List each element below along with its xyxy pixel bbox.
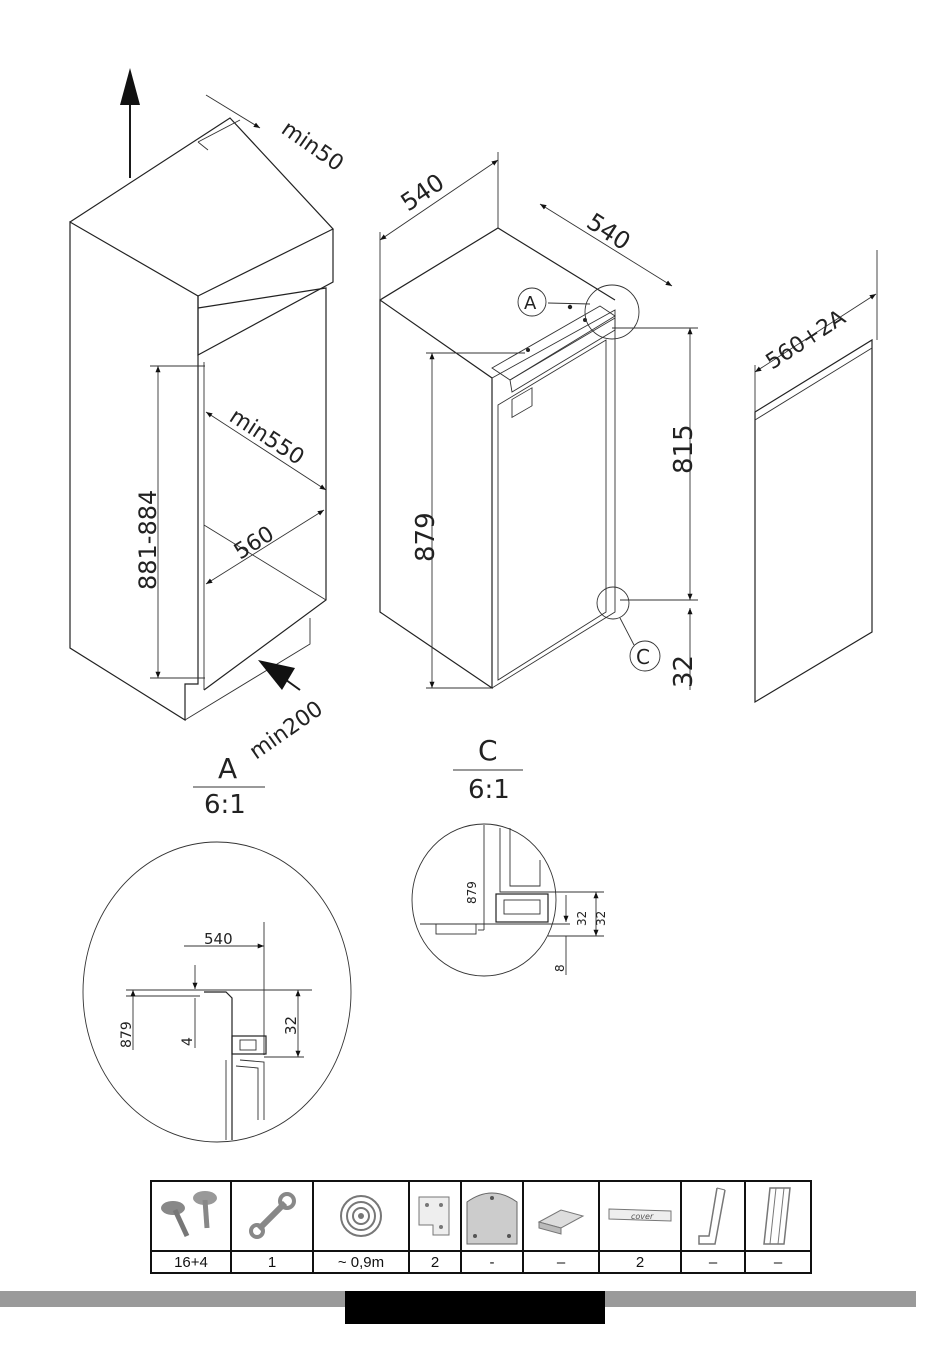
detail-c-height-label: 879 <box>465 881 479 904</box>
door-width-label: 560+2A <box>762 305 851 375</box>
detail-a-height-label: 879 <box>119 1021 135 1048</box>
niche-width-label: 560 <box>230 522 279 565</box>
cabinet-niche-view: min50 881-884 min550 560 min200 <box>70 68 348 765</box>
callout-a-label: A <box>524 293 537 314</box>
screws-icon <box>155 1186 227 1246</box>
qty-hinge-plate: 2 <box>409 1251 461 1273</box>
footer-page-block <box>345 1291 605 1324</box>
parts-cell-screws <box>151 1181 231 1251</box>
cover-strip-icon: cover <box>605 1201 675 1231</box>
parts-cell-hinge-plate <box>409 1181 461 1251</box>
detail-a-gap-label: 32 <box>282 1016 300 1035</box>
parts-cell-seal-tape <box>313 1181 409 1251</box>
cover-strip-text: cover <box>631 1212 654 1221</box>
min200-label: min200 <box>245 697 328 765</box>
detail-c: C 6:1 879 32 32 8 <box>412 734 608 976</box>
hinge-height-label: 815 <box>669 424 699 474</box>
parts-cell-mounting-plate <box>461 1181 523 1251</box>
accessories-table: cover 16+4 1 ~ 0,9m 2 - – 2 – – <box>150 1180 812 1274</box>
parts-cell-cover: cover <box>599 1181 681 1251</box>
rail-profile-icon <box>758 1184 798 1248</box>
seal-tape-roll-icon <box>336 1191 386 1241</box>
qty-wrench: 1 <box>231 1251 313 1273</box>
corner-profile-icon <box>693 1184 733 1248</box>
air-flow-arrow-icon <box>120 68 140 105</box>
detail-a-width-label: 540 <box>204 930 233 948</box>
callout-c-label: C <box>636 645 650 669</box>
unit-width-label: 540 <box>396 168 450 217</box>
detail-c-marker <box>597 587 629 619</box>
bottom-gap-label: 32 <box>669 655 699 688</box>
appliance-view: 540 540 879 815 32 A C <box>380 152 699 690</box>
qty-mounting-plate: - <box>461 1251 523 1273</box>
bracket-icon <box>531 1196 591 1236</box>
detail-c-gap-label-2: 32 <box>594 911 608 926</box>
hinge-plate-icon <box>413 1191 457 1241</box>
parts-cell-corner-profile <box>681 1181 745 1251</box>
parts-cell-rail-profile <box>745 1181 811 1251</box>
detail-c-gap-label-1: 32 <box>575 911 589 926</box>
wrench-icon <box>247 1191 297 1241</box>
qty-seal-tape: ~ 0,9m <box>313 1251 409 1273</box>
detail-a: A 6:1 540 879 4 32 <box>83 752 351 1142</box>
niche-height-label: 881-884 <box>134 490 162 590</box>
mounting-plate-icon <box>463 1184 521 1248</box>
detail-a-title: A <box>218 752 237 785</box>
detail-a-offset-label: 4 <box>180 1037 196 1046</box>
niche-depth-label: min550 <box>225 404 309 470</box>
door-panel-view: 560+2A <box>755 250 877 702</box>
qty-cover: 2 <box>599 1251 681 1273</box>
detail-a-scale: 6:1 <box>204 790 246 820</box>
unit-depth-label: 540 <box>582 208 636 256</box>
parts-cell-bracket <box>523 1181 599 1251</box>
detail-c-title: C <box>478 734 498 767</box>
detail-c-scale: 6:1 <box>468 775 510 805</box>
ventilation-arrow-icon <box>258 660 295 690</box>
parts-cell-wrench <box>231 1181 313 1251</box>
unit-height-label: 879 <box>411 512 441 562</box>
min50-label: min50 <box>277 116 348 176</box>
qty-screws: 16+4 <box>151 1251 231 1273</box>
qty-rail-profile: – <box>745 1251 811 1273</box>
detail-c-base-label: 8 <box>553 964 567 972</box>
qty-bracket: – <box>523 1251 599 1273</box>
qty-corner-profile: – <box>681 1251 745 1273</box>
